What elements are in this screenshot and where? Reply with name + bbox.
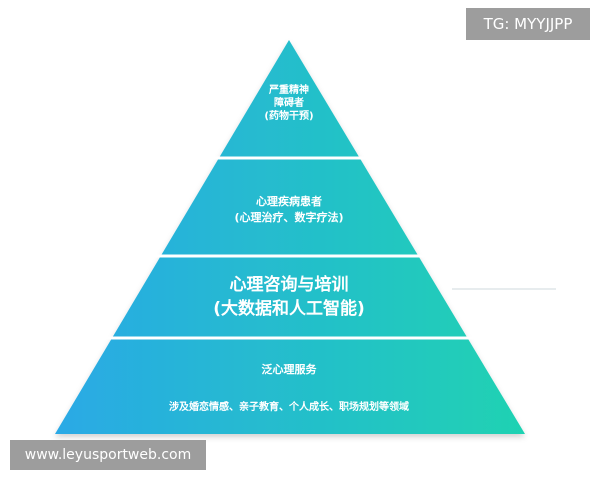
tier-1-line-3: (药物干预) xyxy=(264,111,314,122)
pyramid-shape xyxy=(55,40,525,434)
watermark-url: www.leyusportweb.com xyxy=(10,440,206,470)
tier-1-line-1: 严重精神 xyxy=(269,85,309,96)
tier-4-text: 泛心理服务 涉及婚恋情感、亲子教育、个人成长、职场规划等领域 xyxy=(109,362,469,416)
tier-4-line-2: 涉及婚恋情感、亲子教育、个人成长、职场规划等领域 xyxy=(169,402,409,413)
tier-4-line-1: 泛心理服务 xyxy=(261,363,317,376)
tier-1-line-2: 障碍者 xyxy=(274,98,304,109)
tier-2-line-1: 心理疾病患者 xyxy=(256,195,322,208)
watermark-telegram: TG: MYYJJPP xyxy=(466,8,590,40)
tier-3-line-1: 心理咨询与培训 xyxy=(229,275,349,295)
tier-3-text: 心理咨询与培训 (大数据和人工智能) xyxy=(159,273,419,321)
tier-2-text: 心理疾病患者 (心理治疗、数字疗法) xyxy=(189,194,389,226)
tier-3-line-2: (大数据和人工智能) xyxy=(213,299,365,319)
tier-2-line-2: (心理治疗、数字疗法) xyxy=(234,211,344,224)
tier-1-text: 严重精神 障碍者 (药物干预) xyxy=(239,84,339,123)
